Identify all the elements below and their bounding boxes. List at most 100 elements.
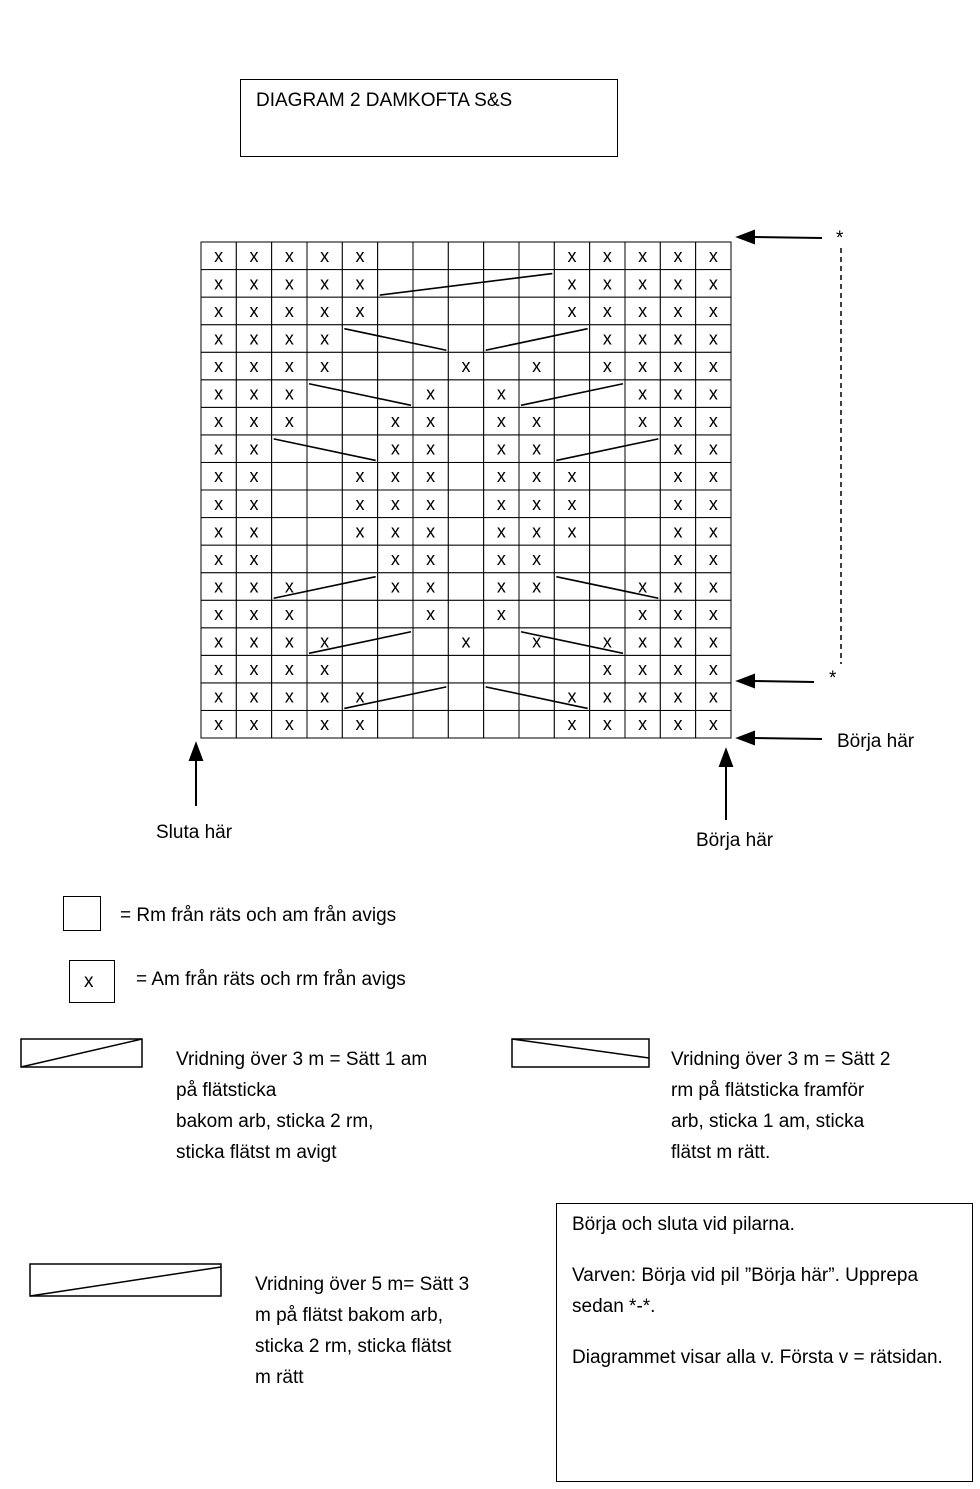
cell-x-mark: x: [250, 384, 259, 404]
grid-cell: [553, 296, 591, 326]
arrow-up-right: [718, 747, 734, 820]
cable-line: [556, 438, 659, 462]
cell-x-mark: x: [638, 301, 647, 321]
cable-line: [308, 630, 412, 655]
cable-right-line-2: rm på flätsticka framför: [671, 1080, 865, 1101]
cell-x-mark: x: [250, 494, 259, 514]
cell-x-mark: x: [214, 301, 223, 321]
grid-cell: [306, 599, 343, 629]
grid-cell: [341, 654, 379, 684]
cell-x-mark: x: [568, 714, 577, 734]
grid-cell: [553, 709, 591, 739]
diagram-title: DIAGRAM 2 DAMKOFTA S&S: [256, 90, 513, 111]
grid-cell: [483, 296, 520, 326]
legend-x-symbol: x: [84, 971, 94, 992]
cell-x-mark: x: [603, 687, 612, 707]
grid-cell: [271, 544, 308, 574]
cell-x-mark: x: [638, 356, 647, 376]
grid-cell: [589, 599, 626, 629]
cell-x-mark: x: [674, 301, 683, 321]
grid-cell: [589, 241, 626, 271]
start-here-right: Börja här: [837, 731, 915, 752]
grid-cell: [553, 241, 591, 271]
cell-x-mark: x: [603, 328, 612, 348]
grid-cell: [377, 241, 414, 271]
grid-cell: [341, 517, 379, 546]
cell-x-mark: x: [638, 659, 647, 679]
cell-x-mark: x: [285, 576, 294, 596]
grid-cell: [624, 544, 661, 574]
cell-x-mark: x: [497, 576, 506, 596]
cell-x-mark: x: [214, 687, 223, 707]
cell-x-mark: x: [568, 246, 577, 266]
grid-cell: [412, 544, 449, 574]
cell-x-mark: x: [497, 466, 506, 486]
cell-x-mark: x: [674, 549, 683, 569]
cell-x-mark: x: [638, 604, 647, 624]
grid-cell: [412, 461, 449, 491]
cell-x-mark: x: [250, 328, 259, 348]
grid-cell: [377, 709, 414, 739]
cell-x-mark: x: [250, 521, 259, 541]
grid-cell: [624, 269, 661, 298]
cable-line: [273, 575, 376, 600]
grid-cell: [695, 682, 732, 711]
cable-five-line-4: m rätt: [255, 1367, 304, 1388]
cell-x-mark: x: [603, 246, 612, 266]
grid-cell: [589, 709, 626, 739]
grid-cell: [200, 296, 237, 326]
cell-x-mark: x: [250, 687, 259, 707]
cell-x-mark: x: [356, 521, 365, 541]
grid-cell: [271, 461, 308, 491]
grid-cell: [341, 434, 379, 463]
cell-x-mark: x: [214, 356, 223, 376]
grid-cell: [659, 296, 697, 326]
cell-x-mark: x: [709, 273, 718, 293]
grid-cell: [341, 627, 379, 656]
cell-x-mark: x: [214, 604, 223, 624]
cell-x-mark: x: [674, 356, 683, 376]
grid-cell: [659, 654, 697, 684]
grid-cell: [200, 654, 237, 684]
grid-cell: [483, 406, 520, 436]
grid-cell: [377, 379, 414, 408]
grid-cell: [412, 241, 449, 271]
grid-cell: [483, 709, 520, 739]
cell-x-mark: x: [568, 273, 577, 293]
grid-cell: [412, 654, 449, 684]
grid-cell: [589, 544, 626, 574]
grid-cell: [447, 544, 485, 574]
arrow-top-right: [735, 229, 823, 245]
grid-cell: [341, 351, 379, 381]
cell-x-mark: x: [532, 466, 541, 486]
arrow-bottom-right: [735, 730, 823, 746]
cell-x-mark: x: [568, 521, 577, 541]
grid-cell: [695, 434, 732, 463]
cell-x-mark: x: [674, 521, 683, 541]
grid-cell: [553, 461, 591, 491]
grid-cell: [341, 406, 379, 436]
cable-right-line-1: Vridning över 3 m = Sätt 2: [671, 1049, 891, 1070]
cell-x-mark: x: [214, 494, 223, 514]
cable-left-line-3: bakom arb, sticka 2 rm,: [176, 1111, 374, 1132]
cell-x-mark: x: [674, 687, 683, 707]
grid-cell: [447, 709, 485, 739]
cell-x-mark: x: [709, 466, 718, 486]
grid-cell: [553, 269, 591, 298]
cell-x-mark: x: [674, 439, 683, 459]
cell-x-mark: x: [603, 301, 612, 321]
cell-x-mark: x: [532, 439, 541, 459]
grid-cell: [659, 544, 697, 574]
grid-cell: [589, 434, 626, 463]
cell-x-mark: x: [285, 273, 294, 293]
grid-cell: [200, 241, 237, 271]
grid-cell: [624, 489, 661, 519]
cell-x-mark: x: [638, 714, 647, 734]
cell-x-mark: x: [214, 384, 223, 404]
cell-x-mark: x: [426, 411, 435, 431]
cell-x-mark: x: [250, 466, 259, 486]
grid-cell: [447, 461, 485, 491]
grid-cell: [412, 709, 449, 739]
cell-x-mark: x: [214, 632, 223, 652]
cell-x-mark: x: [674, 328, 683, 348]
